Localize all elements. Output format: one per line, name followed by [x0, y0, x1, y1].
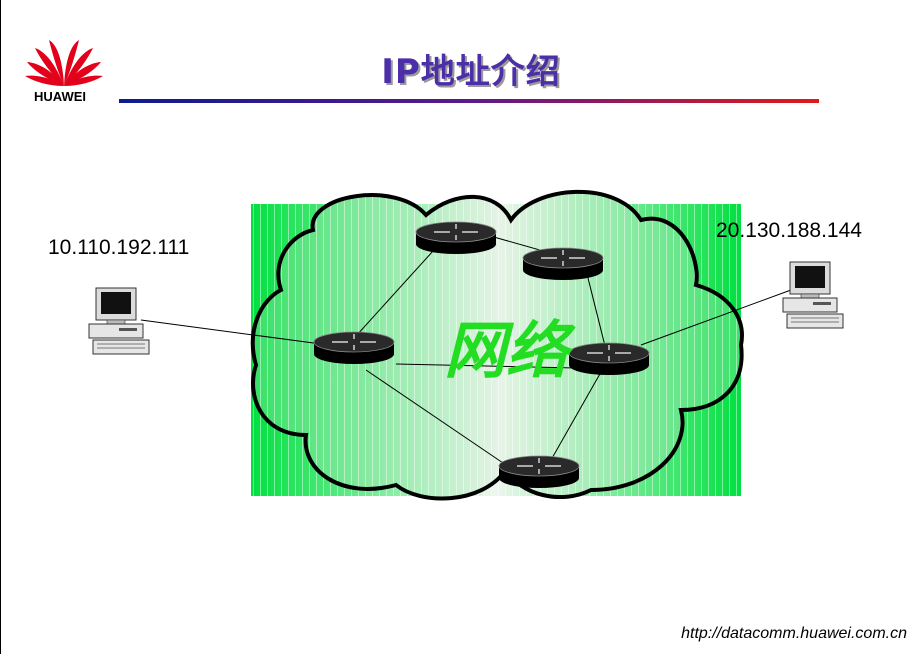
- router-icon: [522, 247, 604, 280]
- desktop-computer-icon: [782, 261, 844, 329]
- desktop-computer-icon: [88, 287, 150, 355]
- page-title: IP地址介绍: [381, 52, 561, 92]
- huawei-petal-logo-icon: [25, 40, 103, 86]
- title-underline: [119, 99, 819, 103]
- network-cloud: [250, 189, 744, 501]
- router-icon: [313, 331, 395, 364]
- brand-name: HUAWEI: [34, 89, 86, 104]
- router-icon: [415, 221, 497, 254]
- left-host-ip: 10.110.192.111: [48, 236, 190, 259]
- right-host-ip: 20.130.188.144: [716, 219, 862, 242]
- cloud-label: 网络: [444, 314, 576, 387]
- footer-url: http://datacomm.huawei.com.cn: [681, 625, 907, 642]
- router-icon: [498, 455, 580, 488]
- router-icon: [568, 342, 650, 375]
